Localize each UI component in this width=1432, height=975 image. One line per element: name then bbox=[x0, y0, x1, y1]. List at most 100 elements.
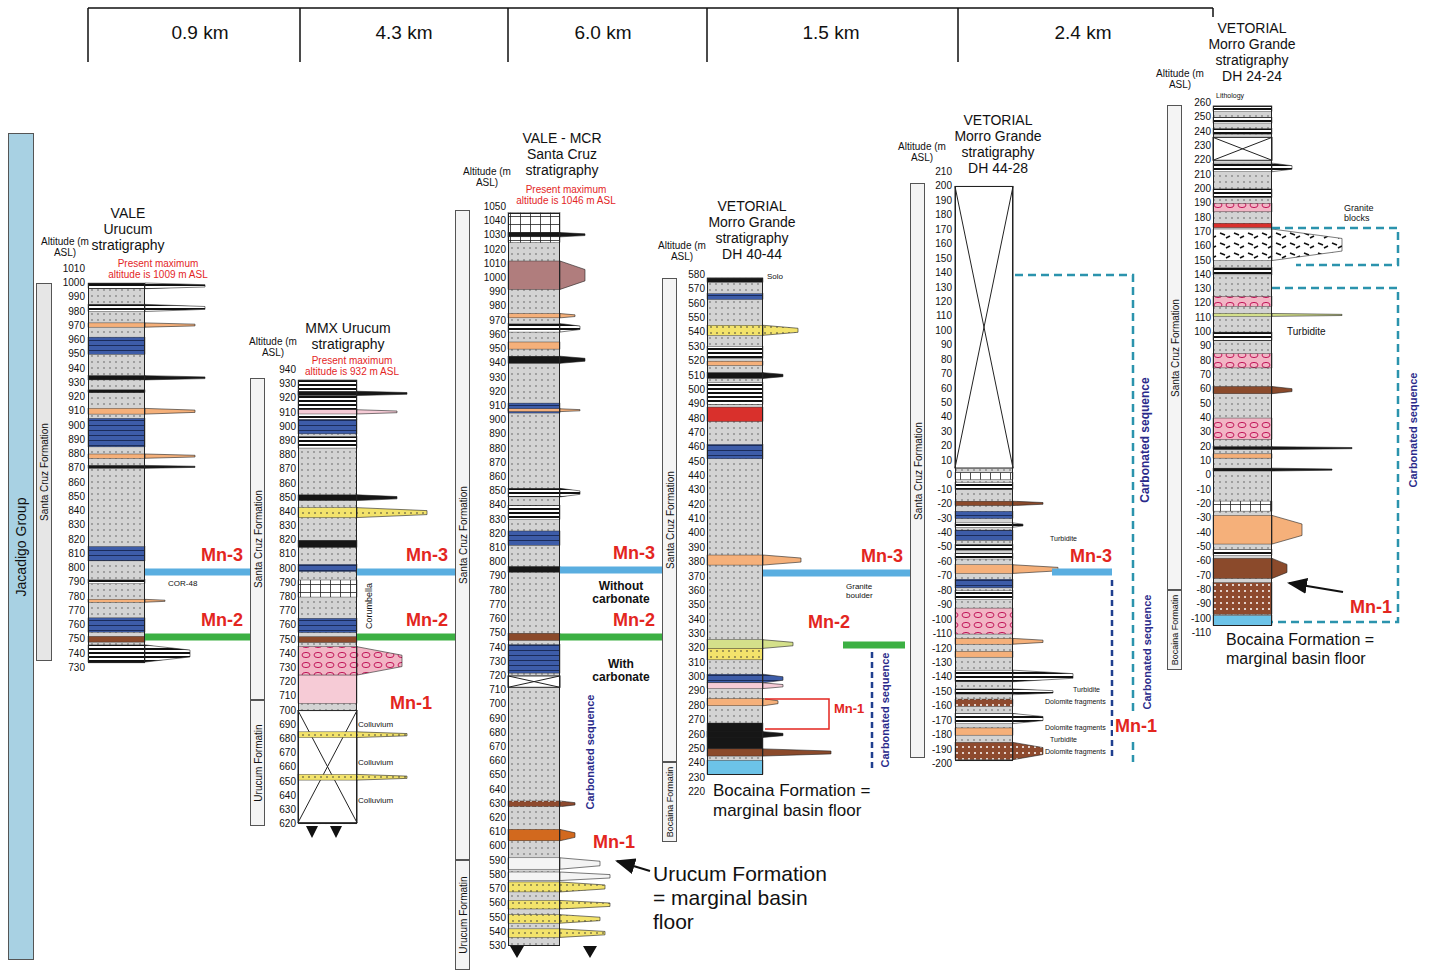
lithology-layer bbox=[508, 633, 560, 640]
lithology-extension bbox=[1013, 689, 1053, 695]
altitude-tick: 990 bbox=[466, 286, 506, 298]
altitude-tick: 770 bbox=[256, 605, 296, 617]
altitude-tick: 820 bbox=[45, 534, 85, 546]
altitude-tick: 740 bbox=[45, 648, 85, 660]
altitude-tick: 960 bbox=[466, 329, 506, 341]
sequence-bracket bbox=[1015, 275, 1133, 762]
altitude-tick: 630 bbox=[466, 798, 506, 810]
lithology-extension bbox=[145, 454, 195, 458]
altitude-tick: 530 bbox=[665, 341, 705, 353]
lithology-extension bbox=[145, 645, 190, 662]
annotation: 2.4 km bbox=[1043, 22, 1123, 44]
altitude-note: Present maximum altitude is 1009 m ASL bbox=[102, 258, 214, 280]
no-recovery-box bbox=[508, 676, 560, 687]
lithology-extension bbox=[145, 283, 205, 289]
altitude-tick: 390 bbox=[665, 542, 705, 554]
altitude-tick: 900 bbox=[256, 421, 296, 433]
horizon-label: Mn-3 bbox=[404, 545, 450, 566]
altitude-tick: 280 bbox=[665, 700, 705, 712]
altitude-tick: 670 bbox=[256, 747, 296, 759]
altitude-tick: 310 bbox=[665, 657, 705, 669]
altitude-tick: 1020 bbox=[466, 244, 506, 256]
altitude-tick: 60 bbox=[1171, 383, 1211, 395]
altitude-tick: 940 bbox=[45, 363, 85, 375]
lithology-layer bbox=[955, 670, 1013, 682]
lithology-layer bbox=[88, 579, 145, 583]
altitude-tick: 40 bbox=[1171, 412, 1211, 424]
altitude-tick: -100 bbox=[1171, 613, 1211, 625]
altitude-tick: 520 bbox=[665, 355, 705, 367]
formation-name: Urucum Formatin bbox=[457, 876, 468, 953]
altitude-tick: 830 bbox=[45, 519, 85, 531]
altitude-tick: 240 bbox=[665, 757, 705, 769]
lithology-base bbox=[298, 380, 357, 824]
altitude-tick: 600 bbox=[466, 840, 506, 852]
altitude-tick: 60 bbox=[912, 383, 952, 395]
altitude-tick: 940 bbox=[466, 357, 506, 369]
altitude-tick: -30 bbox=[912, 513, 952, 525]
lithology-layer bbox=[955, 482, 1013, 489]
lithology-layer bbox=[88, 465, 145, 468]
altitude-tick: 910 bbox=[256, 407, 296, 419]
lithology-layer bbox=[1213, 583, 1272, 615]
lithology-extension bbox=[560, 488, 580, 497]
lithology-layer bbox=[508, 324, 560, 333]
altitude-tick: 70 bbox=[1171, 369, 1211, 381]
altitude-tick: 90 bbox=[912, 339, 952, 351]
altitude-tick: 110 bbox=[912, 310, 952, 322]
altitude-note: Present maximum altitude is 932 m ASL bbox=[296, 355, 408, 377]
annotation: Turbidite bbox=[1050, 535, 1077, 543]
no-recovery-cross bbox=[508, 676, 560, 687]
altitude-tick: 980 bbox=[45, 306, 85, 318]
lithology-extension bbox=[145, 408, 195, 414]
altitude-tick: 910 bbox=[45, 405, 85, 417]
lithology-layer bbox=[508, 900, 560, 909]
lithology-layer bbox=[955, 511, 1013, 518]
altitude-tick: 620 bbox=[466, 812, 506, 824]
lithology-extension bbox=[1272, 468, 1332, 471]
lithology-layer bbox=[1213, 616, 1272, 626]
annotation: 0.9 km bbox=[160, 22, 240, 44]
altitude-tick: -10 bbox=[912, 484, 952, 496]
altitude-tick: 500 bbox=[665, 384, 705, 396]
altitude-tick: 960 bbox=[45, 334, 85, 346]
altitude-tick: 10 bbox=[912, 455, 952, 467]
altitude-tick: 730 bbox=[256, 662, 296, 674]
annotation: 4.3 km bbox=[364, 22, 444, 44]
altitude-tick: 850 bbox=[466, 485, 506, 497]
lithology-layer bbox=[1213, 515, 1272, 544]
altitude-tick: 850 bbox=[256, 492, 296, 504]
altitude-tick: 190 bbox=[912, 195, 952, 207]
column-heading: VETORIAL Morro Grande stratigraphy DH 24… bbox=[1205, 20, 1299, 84]
altitude-tick: 120 bbox=[1171, 297, 1211, 309]
altitude-tick: 800 bbox=[256, 563, 296, 575]
altitude-tick: 810 bbox=[45, 548, 85, 560]
lithology-layer bbox=[508, 858, 560, 869]
formation-name: Santa Cruz Formation bbox=[1169, 299, 1180, 397]
altitude-tick: 930 bbox=[466, 372, 506, 384]
altitude-tick: 200 bbox=[1171, 183, 1211, 195]
annotation: Bocaina Formation = marginal basin floor bbox=[713, 781, 905, 821]
rotated-note: Carbonated sequence bbox=[1139, 377, 1153, 502]
lithology-layer bbox=[88, 408, 145, 414]
altitude-tick: 100 bbox=[912, 325, 952, 337]
altitude-tick: 10 bbox=[1171, 455, 1211, 467]
altitude-tick: -110 bbox=[1171, 627, 1211, 639]
lithology-layer bbox=[508, 915, 560, 924]
annotation: Colluvium bbox=[358, 758, 393, 767]
lithology-base bbox=[88, 283, 145, 663]
formation-name: Santa Cruz Formation bbox=[39, 423, 50, 521]
lithology-extension bbox=[560, 900, 610, 909]
altitude-tick: -140 bbox=[912, 671, 952, 683]
lithology-layer bbox=[955, 472, 1013, 479]
stratigraphic-column: VALE Urucum stratigraphyPresent maximum … bbox=[88, 283, 145, 663]
lithology-extension bbox=[763, 674, 783, 683]
lithology-layer bbox=[1213, 468, 1272, 471]
horizon-label: Mn-1 bbox=[390, 693, 432, 714]
formation-band: Bocaina Formatin bbox=[1167, 590, 1182, 670]
lithology-layer bbox=[955, 651, 1013, 657]
formation-band: Santa Cruz Formation bbox=[910, 183, 925, 758]
altitude-tick: 420 bbox=[665, 499, 705, 511]
altitude-tick: 750 bbox=[466, 627, 506, 639]
lithology-extension bbox=[357, 391, 407, 395]
